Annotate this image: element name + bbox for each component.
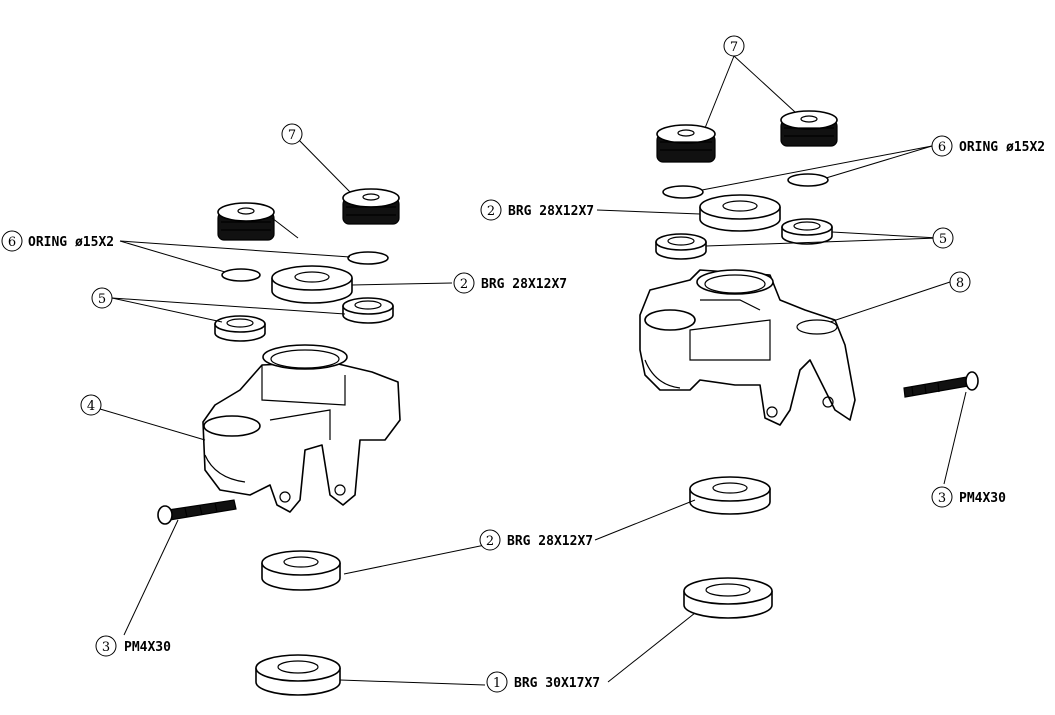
callout-label: ORING ø15X2 bbox=[28, 235, 114, 250]
oring-part-6-left-b bbox=[347, 251, 389, 265]
callout-label: PM4X30 bbox=[959, 491, 1006, 506]
screw-part-3-left bbox=[157, 499, 237, 525]
bearing-part-2-right-lower bbox=[689, 476, 771, 515]
callout-label: PM4X30 bbox=[124, 640, 171, 655]
bearing-part-2-right-top bbox=[699, 194, 781, 232]
callout-label: BRG 28X12X7 bbox=[481, 277, 567, 292]
callout-3-left: 3 PM4X30 bbox=[95, 635, 171, 657]
callout-number: 7 bbox=[288, 128, 296, 143]
oring-part-6-right-a bbox=[662, 185, 704, 199]
callout-2-left-top: 2 BRG 28X12X7 bbox=[453, 272, 567, 294]
callout-number: 3 bbox=[102, 640, 110, 655]
bearing-part-2-left-top bbox=[271, 265, 353, 304]
cap-part-7-left-a bbox=[217, 202, 275, 241]
bearing-part-5-right-b bbox=[781, 218, 833, 245]
bearing-part-2-left-lower bbox=[261, 550, 341, 591]
callout-6-left: 6 ORING ø15X2 bbox=[1, 230, 114, 252]
callout-4: 4 bbox=[80, 394, 102, 416]
callout-number: 5 bbox=[939, 232, 947, 247]
bearing-part-5-left-a bbox=[214, 315, 266, 342]
bearing-part-5-left-b bbox=[342, 297, 394, 324]
callout-label: BRG 28X12X7 bbox=[507, 534, 593, 549]
bearing-part-1-right bbox=[683, 577, 773, 619]
callout-number: 2 bbox=[460, 277, 468, 292]
callout-8: 8 bbox=[949, 271, 971, 293]
bearing-part-1-left bbox=[255, 654, 341, 696]
cap-part-7-right-a bbox=[656, 124, 716, 163]
callout-label: ORING ø15X2 bbox=[959, 140, 1045, 155]
callout-7-right: 7 bbox=[723, 35, 745, 57]
callout-label: BRG 28X12X7 bbox=[508, 204, 594, 219]
callout-number: 2 bbox=[487, 204, 495, 219]
callout-number: 4 bbox=[87, 399, 95, 414]
callout-label: BRG 30X17X7 bbox=[514, 676, 600, 691]
callout-3-right: 3 PM4X30 bbox=[931, 486, 1006, 508]
hub-carrier-part-8 bbox=[639, 269, 856, 426]
screw-part-3-right bbox=[903, 371, 979, 398]
callout-1: 1 BRG 30X17X7 bbox=[486, 671, 600, 693]
leader-lines bbox=[99, 55, 967, 686]
callout-5-left: 5 bbox=[91, 287, 113, 309]
callout-6-right: 6 ORING ø15X2 bbox=[931, 135, 1045, 157]
callout-number: 5 bbox=[98, 292, 106, 307]
callout-number: 8 bbox=[956, 276, 964, 291]
callout-number: 1 bbox=[493, 676, 501, 691]
callout-2-lower: 2 BRG 28X12X7 bbox=[479, 529, 593, 551]
callout-number: 2 bbox=[486, 534, 494, 549]
bearing-part-5-right-a bbox=[655, 233, 707, 260]
callout-number: 6 bbox=[8, 235, 16, 250]
callout-number: 6 bbox=[938, 140, 946, 155]
callout-5-right: 5 bbox=[932, 227, 954, 249]
callout-number: 7 bbox=[730, 40, 738, 55]
oring-part-6-left-a bbox=[221, 268, 261, 282]
hub-carrier-part-4 bbox=[202, 344, 401, 513]
callout-2-right-top: 2 BRG 28X12X7 bbox=[480, 199, 594, 221]
oring-part-6-right-b bbox=[787, 173, 829, 187]
cap-part-7-right-b bbox=[780, 110, 838, 147]
callout-7-left: 7 bbox=[281, 123, 303, 145]
callout-number: 3 bbox=[938, 491, 946, 506]
cap-part-7-left-b bbox=[342, 188, 400, 225]
